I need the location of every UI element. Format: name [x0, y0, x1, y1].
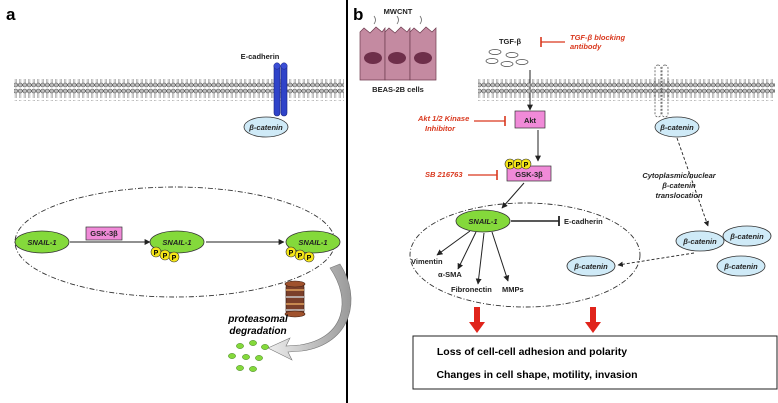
svg-text:P: P [516, 162, 521, 169]
beta-catenin-membrane-b: β-catenin [654, 116, 700, 138]
snail1-phosphorylated-mid: SNAIL-1 P P P [149, 230, 205, 263]
svg-text:P: P [298, 253, 303, 260]
mmps-label: MMPs [502, 285, 524, 294]
svg-text:β-catenin: β-catenin [682, 237, 717, 246]
tgfb-label: TGF-β [499, 37, 521, 46]
svg-text:β-catenin: β-catenin [723, 262, 758, 271]
beta-catenin-nuclear: β-catenin [566, 255, 616, 277]
membrane-a [14, 79, 344, 101]
degraded-fragments [228, 340, 269, 372]
svg-text:P: P [524, 162, 529, 169]
proteasome-icon [284, 280, 306, 318]
proteasomal-label: proteasomal [227, 314, 288, 325]
beas-2b-label: BEAS-2B cells [372, 85, 424, 94]
translocation-label-2: β-catenin [661, 181, 696, 190]
beta-catenin-cytoplasmic-2: β-catenin [722, 225, 772, 247]
svg-text:β-catenin: β-catenin [729, 232, 764, 241]
beta-catenin-a: β-catenin [243, 116, 289, 138]
panel-b: b MWCNT BEAS-2B cells TGF-β [353, 5, 778, 390]
svg-text:P: P [307, 255, 312, 262]
svg-text:P: P [289, 250, 294, 257]
svg-text:β-catenin: β-catenin [248, 123, 283, 132]
beas-2b-cells-icon [359, 26, 437, 81]
degradation-label: degradation [229, 326, 286, 337]
arrow-membrane-to-cytoplasm [676, 137, 709, 227]
akt-inhibitor-label: Akt 1/2 Kinase [417, 114, 469, 123]
svg-text:GSK-3β: GSK-3β [90, 229, 118, 238]
tgfb-block-label-2: antibody [570, 42, 602, 51]
svg-text:GSK-3β: GSK-3β [515, 170, 543, 179]
snail1-b: SNAIL-1 [455, 209, 511, 233]
svg-text:P: P [172, 255, 177, 262]
red-down-arrow-right [585, 307, 601, 333]
receptor-dashed [654, 64, 669, 118]
mwcnt-label: MWCNT [384, 7, 413, 16]
svg-text:SNAIL-1: SNAIL-1 [27, 238, 56, 247]
arrow-gsk-to-snail [501, 182, 525, 209]
translocation-label-1: Cytoplasmic/nuclear [642, 171, 716, 180]
degradation-arrow [267, 263, 352, 361]
tgfb-ligands [485, 49, 529, 67]
svg-text:P: P [163, 253, 168, 260]
snail1-phosphorylated-right: SNAIL-1 P P P [285, 230, 341, 263]
panel-a: a E-cadherin β-catenin SNAIL-1 GSK-3β [6, 5, 352, 372]
svg-text:SNAIL-1: SNAIL-1 [468, 217, 497, 226]
gsk3b-box-b: GSK-3β [506, 165, 552, 182]
fibronectin-label: Fibronectin [451, 285, 492, 294]
svg-text:Akt: Akt [524, 116, 537, 125]
membrane-b [478, 79, 775, 101]
beta-catenin-cytoplasmic-3: β-catenin [716, 255, 766, 277]
panel-a-letter: a [6, 5, 16, 24]
outcome-box [412, 335, 778, 390]
cell-boundary-b [409, 202, 641, 308]
asma-label: α-SMA [438, 270, 462, 279]
svg-text:SNAIL-1: SNAIL-1 [162, 238, 191, 247]
translocation-label-3: translocation [655, 191, 703, 200]
outcome-line-1: Loss of cell-cell adhesion and polarity [437, 346, 627, 358]
vimentin-label: Vimentin [411, 257, 443, 266]
svg-text:P: P [154, 250, 159, 257]
gsk3b-box-a: GSK-3β [85, 226, 123, 241]
red-down-arrow-left [469, 307, 485, 333]
arrow-cytoplasm-to-nucleus [617, 252, 695, 267]
akt-inhibitor-label-2: Inhibitor [425, 124, 456, 133]
panel-b-letter: b [353, 5, 363, 24]
mwcnt-icon [373, 15, 422, 25]
svg-text:P: P [508, 162, 513, 169]
ecadherin-receptor [273, 62, 288, 117]
ecadherin-label-a: E-cadherin [241, 52, 280, 61]
svg-text:SNAIL-1: SNAIL-1 [298, 238, 327, 247]
outcome-line-2: Changes in cell shape, motility, invasio… [436, 369, 637, 381]
snail-target-arrows [436, 230, 510, 285]
ecadherin-label-b: E-cadherin [564, 217, 603, 226]
sb216763-label: SB 216763 [425, 170, 463, 179]
svg-text:β-catenin: β-catenin [659, 123, 694, 132]
gsk3b-phospho: P P P [504, 158, 532, 170]
svg-text:β-catenin: β-catenin [573, 262, 608, 271]
akt-box: Akt [514, 110, 546, 129]
tgfb-block-label: TGF-β blocking [570, 33, 625, 42]
beta-catenin-cytoplasmic-1: β-catenin [675, 230, 725, 252]
snail1-left: SNAIL-1 [14, 230, 70, 254]
